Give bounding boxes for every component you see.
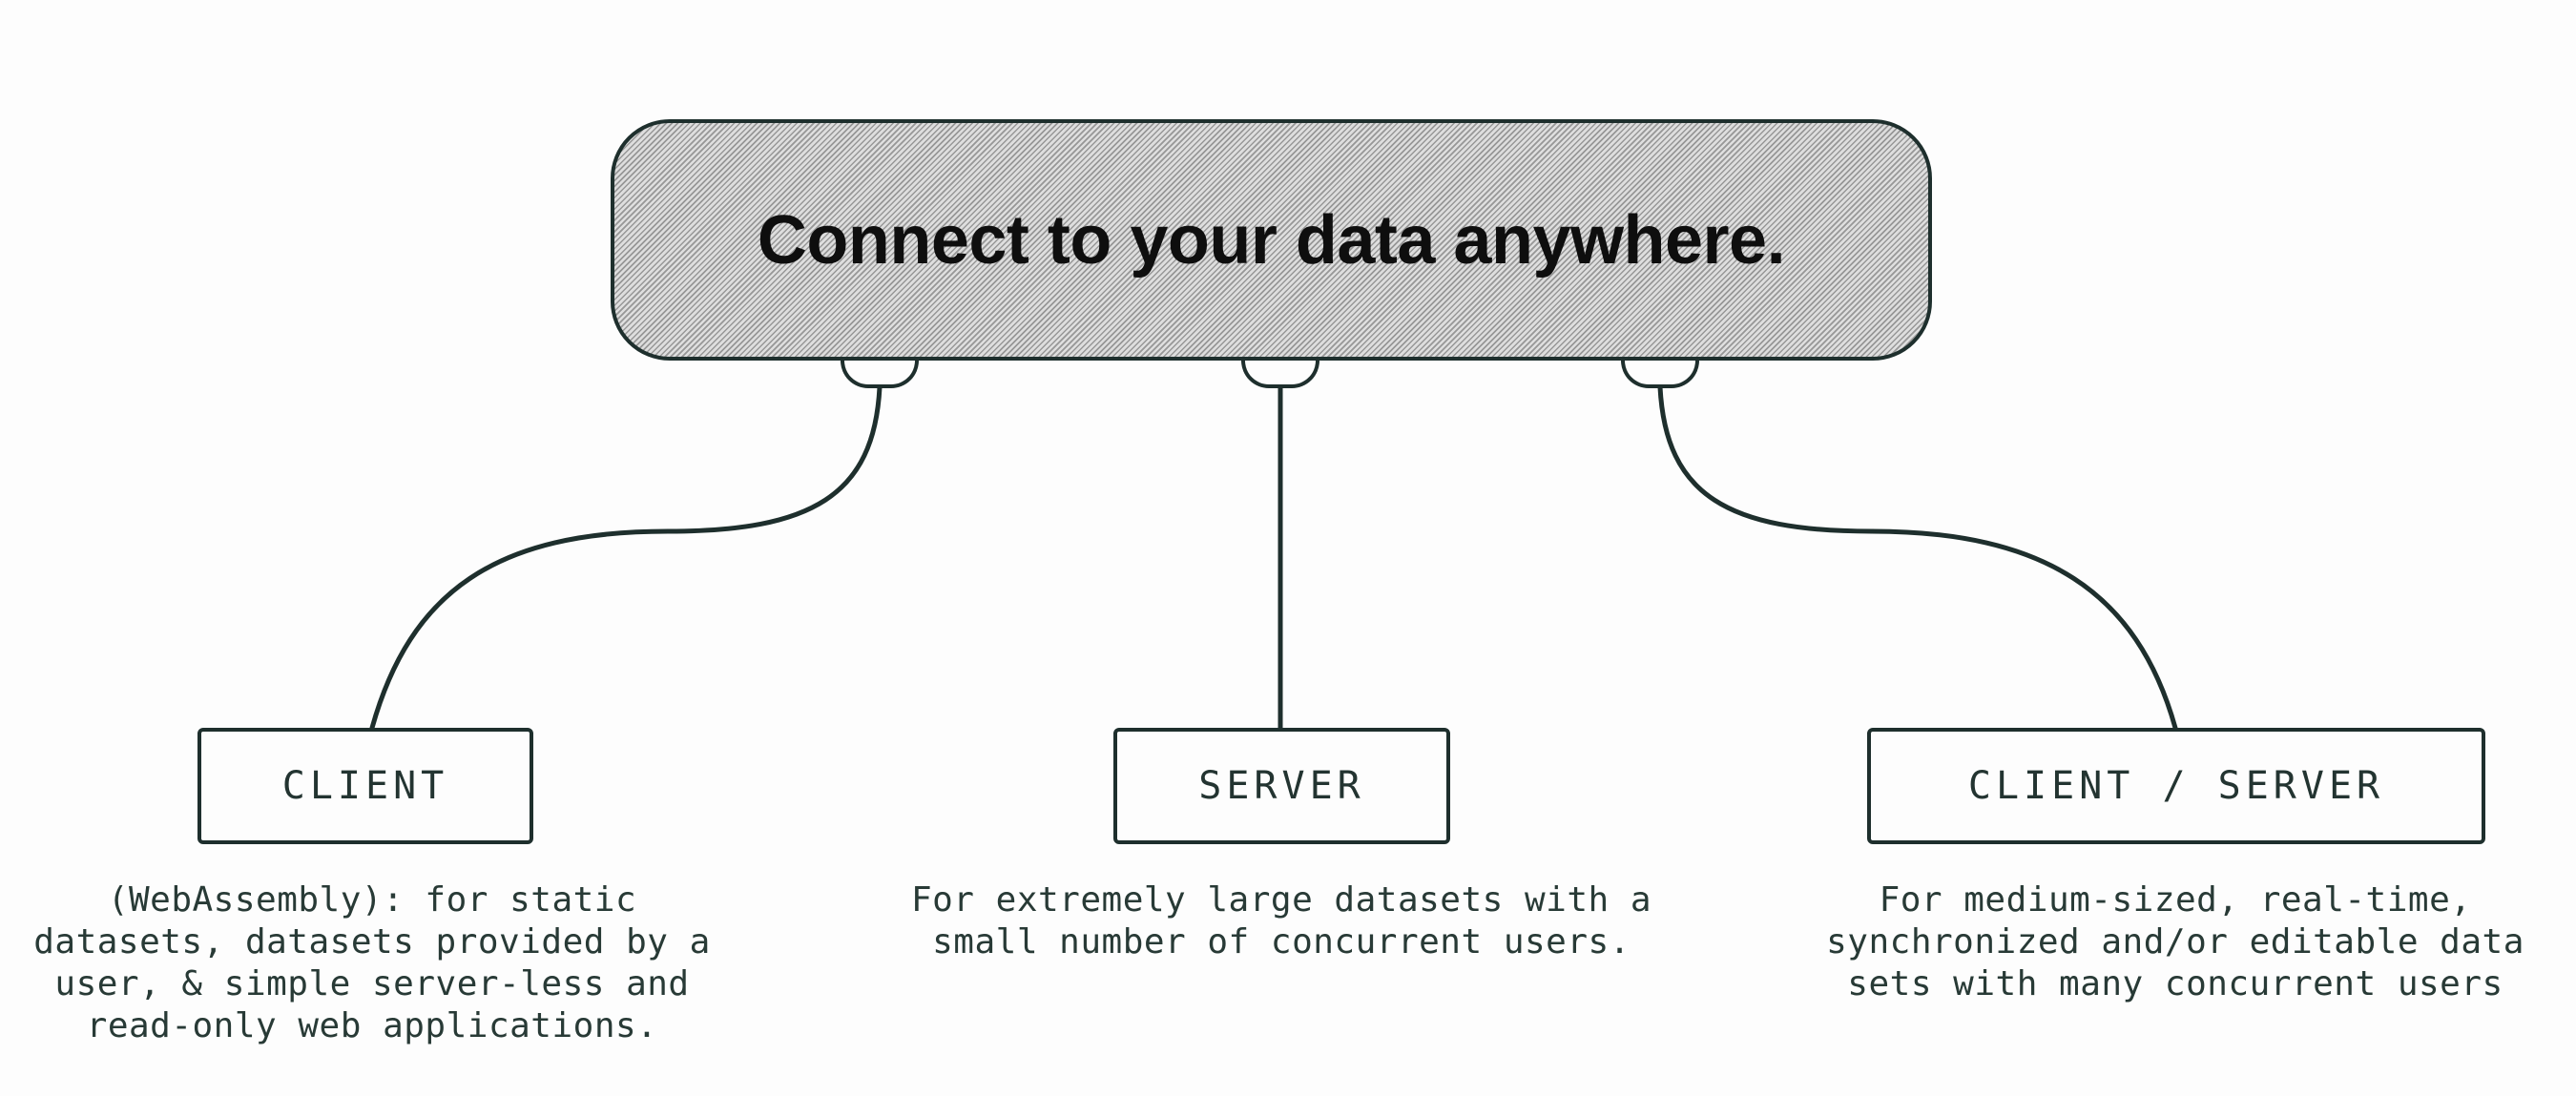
node-label-client: CLIENT — [281, 764, 449, 808]
node-description-server: For extremely large datasets with a smal… — [910, 880, 1652, 962]
banner: Connect to your data anywhere. — [611, 119, 1932, 361]
node-box-server: SERVER — [1113, 728, 1450, 844]
node-description-client-server: For medium-sized, real-time, synchronize… — [1826, 880, 2524, 1003]
connector-curve-client-server — [1657, 384, 2178, 731]
node-box-client-server: CLIENT / SERVER — [1867, 728, 2485, 844]
connector-curve-client — [369, 384, 883, 731]
node-description-client: (WebAssembly): for static datasets, data… — [33, 880, 711, 1045]
banner-title: Connect to your data anywhere. — [757, 201, 1786, 279]
node-label-server: SERVER — [1198, 764, 1365, 808]
node-label-client-server: CLIENT / SERVER — [1967, 764, 2385, 808]
node-box-client: CLIENT — [197, 728, 533, 844]
